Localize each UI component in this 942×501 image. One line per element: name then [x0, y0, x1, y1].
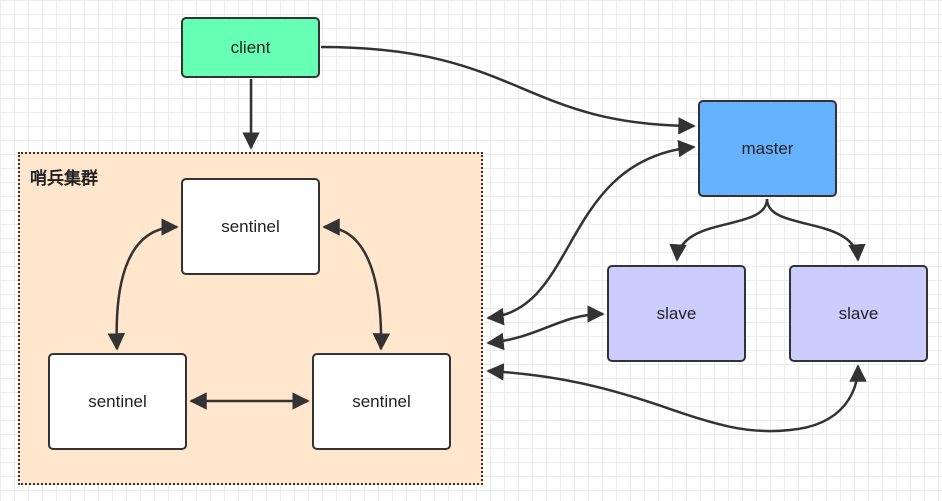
slave-node-1[interactable]: slave: [607, 265, 746, 362]
edge-master-slave1: [669, 198, 769, 262]
client-node[interactable]: client: [181, 17, 320, 78]
sentinel-label-right: sentinel: [352, 391, 411, 411]
master-node[interactable]: master: [698, 100, 837, 197]
slave-node-2[interactable]: slave: [789, 265, 928, 362]
edge-master-slave2: [765, 198, 866, 262]
client-label: client: [230, 37, 271, 57]
slave-label-2: slave: [838, 303, 879, 323]
edge-client-master: [320, 45, 696, 135]
cluster-label: 哨兵集群: [30, 169, 98, 189]
sentinel-label-top: sentinel: [221, 216, 280, 236]
edge-cluster-slave1: [486, 305, 605, 351]
sentinel-label-left: sentinel: [88, 391, 147, 411]
slave-label-1: slave: [656, 303, 697, 323]
sentinel-node-left[interactable]: sentinel: [48, 353, 187, 450]
master-label: master: [741, 138, 794, 158]
sentinel-node-right[interactable]: sentinel: [312, 353, 451, 450]
sentinel-node-top[interactable]: sentinel: [181, 178, 320, 275]
edge-cluster-slave2: [486, 363, 867, 433]
